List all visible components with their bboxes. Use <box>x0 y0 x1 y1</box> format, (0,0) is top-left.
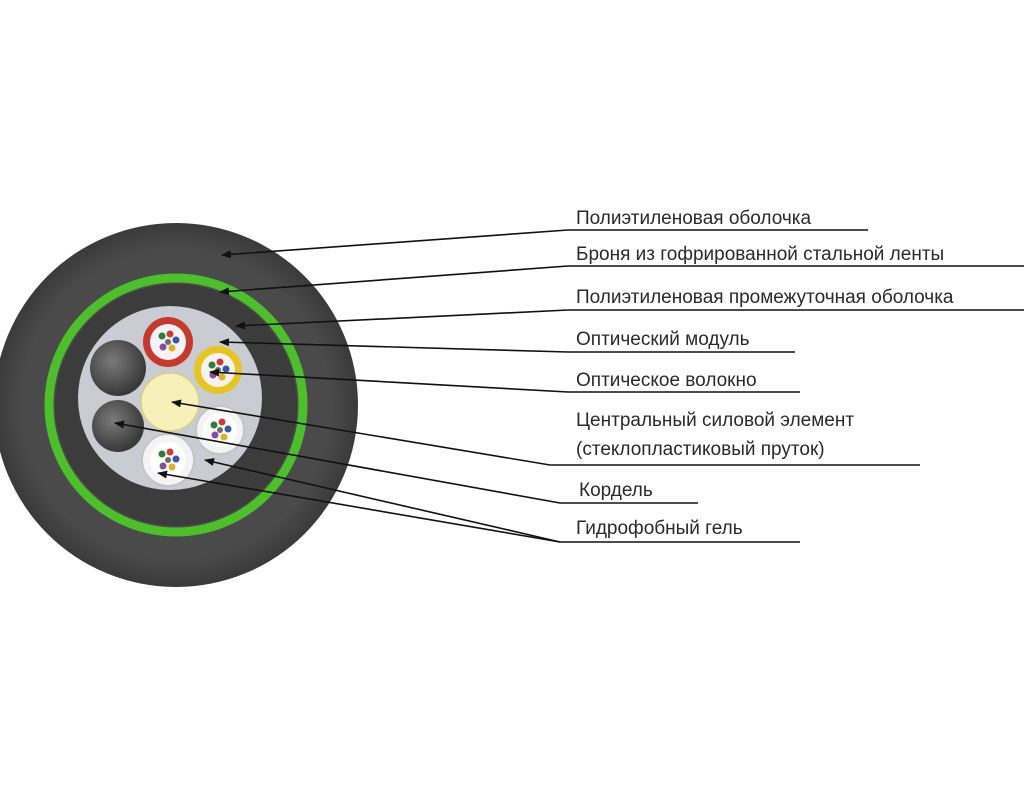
label-central-member-line2: (стеклопластиковый пруток) <box>576 439 825 460</box>
label-optical-fiber: Оптическое волокно <box>576 370 757 391</box>
arrow-central-member <box>171 399 551 466</box>
label-armor: Броня из гофрированной стальной ленты <box>576 244 944 265</box>
label-filler-cord: Кордель <box>579 480 653 501</box>
arrow-gel-right <box>204 458 561 543</box>
arrow-outer-sheath <box>221 229 569 259</box>
label-inner-sheath: Полиэтиленовая промежуточная оболочка <box>576 287 954 308</box>
armor-tape <box>44 273 308 537</box>
labels: Полиэтиленовая оболочка Броня из гофриро… <box>576 208 954 539</box>
arrow-inner-sheath <box>235 309 569 330</box>
label-optical-module: Оптический модуль <box>576 329 750 350</box>
label-outer-sheath: Полиэтиленовая оболочка <box>576 208 812 229</box>
central-strength-member <box>140 372 200 432</box>
optical-module-yellow <box>194 346 242 394</box>
arrow-armor <box>219 265 569 296</box>
optical-module-white-right <box>195 405 245 455</box>
arrow-filler-cord <box>114 420 561 504</box>
arrow-gel-left <box>157 470 561 543</box>
optical-module-red <box>143 317 193 367</box>
arrow-optical-fiber <box>209 368 569 393</box>
arrow-optical-module <box>219 338 569 353</box>
label-hydrophobic-gel: Гидрофобный гель <box>576 518 743 539</box>
optical-module-white-bottom <box>141 433 195 487</box>
label-central-member-line1: Центральный силовой элемент <box>576 410 854 431</box>
filler-cord-top <box>90 340 146 396</box>
cable-cross-section <box>0 223 358 587</box>
leader-lines <box>114 229 1024 543</box>
